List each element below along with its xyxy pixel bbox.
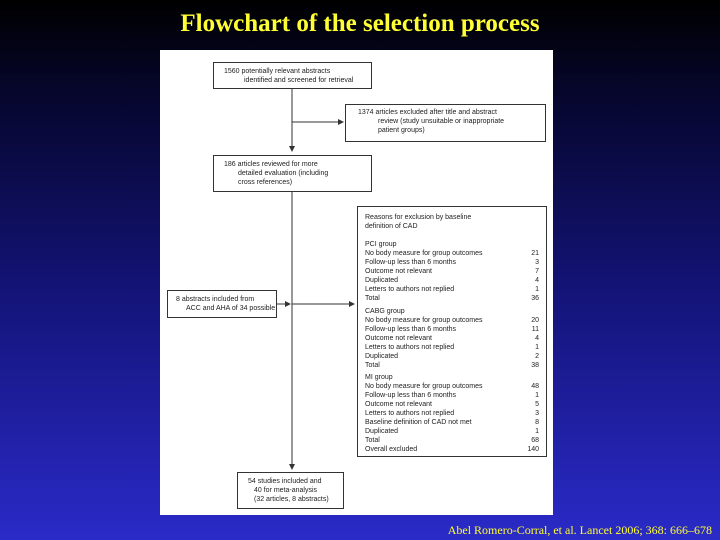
exclusion-reasons-box: Reasons for exclusion by baseline defini… [357, 206, 547, 457]
exclusion-heading-line-2: definition of CAD [365, 223, 418, 230]
abstracts-line-1: 8 abstracts included from [176, 296, 255, 303]
slide-title: Flowchart of the selection process [180, 10, 540, 37]
abstracts-line-2: ACC and AHA of 34 possible [186, 305, 276, 312]
final-line-3: (32 articles, 8 abstracts) [254, 496, 329, 503]
reviewed-line-3: cross references) [238, 179, 293, 186]
exclusion-heading-line-1: Reasons for exclusion by baseline [365, 214, 472, 221]
citation: Abel Romero-Corral, et al. Lancet 2006; … [447, 523, 712, 537]
excluded-title-line-2: review (study unsuitable or inappropriat… [378, 118, 505, 125]
mi-group-title: MI group [365, 374, 393, 381]
reviewed-line-1: 186 articles reviewed for more [224, 161, 318, 168]
excluded-title-line-1: 1374 articles excluded after title and a… [358, 109, 497, 116]
cabg-group-title: CABG group [365, 308, 405, 315]
abstracts-included-box: 8 abstracts included from ACC and AHA of… [167, 290, 277, 318]
excluded-title-box: 1374 articles excluded after title and a… [345, 104, 546, 142]
flowchart-panel: 1560 potentially relevant abstracts iden… [160, 50, 553, 515]
final-line-1: 54 studies included and [248, 478, 322, 485]
identified-box: 1560 potentially relevant abstracts iden… [213, 62, 372, 89]
final-included-box: 54 studies included and 40 for meta-anal… [237, 472, 344, 509]
connector-lines [277, 89, 355, 470]
final-line-2: 40 for meta-analysis [254, 487, 318, 494]
reviewed-line-2: detailed evaluation (including [238, 170, 329, 177]
identified-line-2: identified and screened for retrieval [244, 77, 354, 84]
reviewed-box: 186 articles reviewed for more detailed … [213, 155, 372, 192]
identified-line-1: 1560 potentially relevant abstracts [224, 68, 331, 75]
excluded-title-line-3: patient groups) [378, 127, 425, 134]
pci-group-title: PCI group [365, 241, 397, 248]
